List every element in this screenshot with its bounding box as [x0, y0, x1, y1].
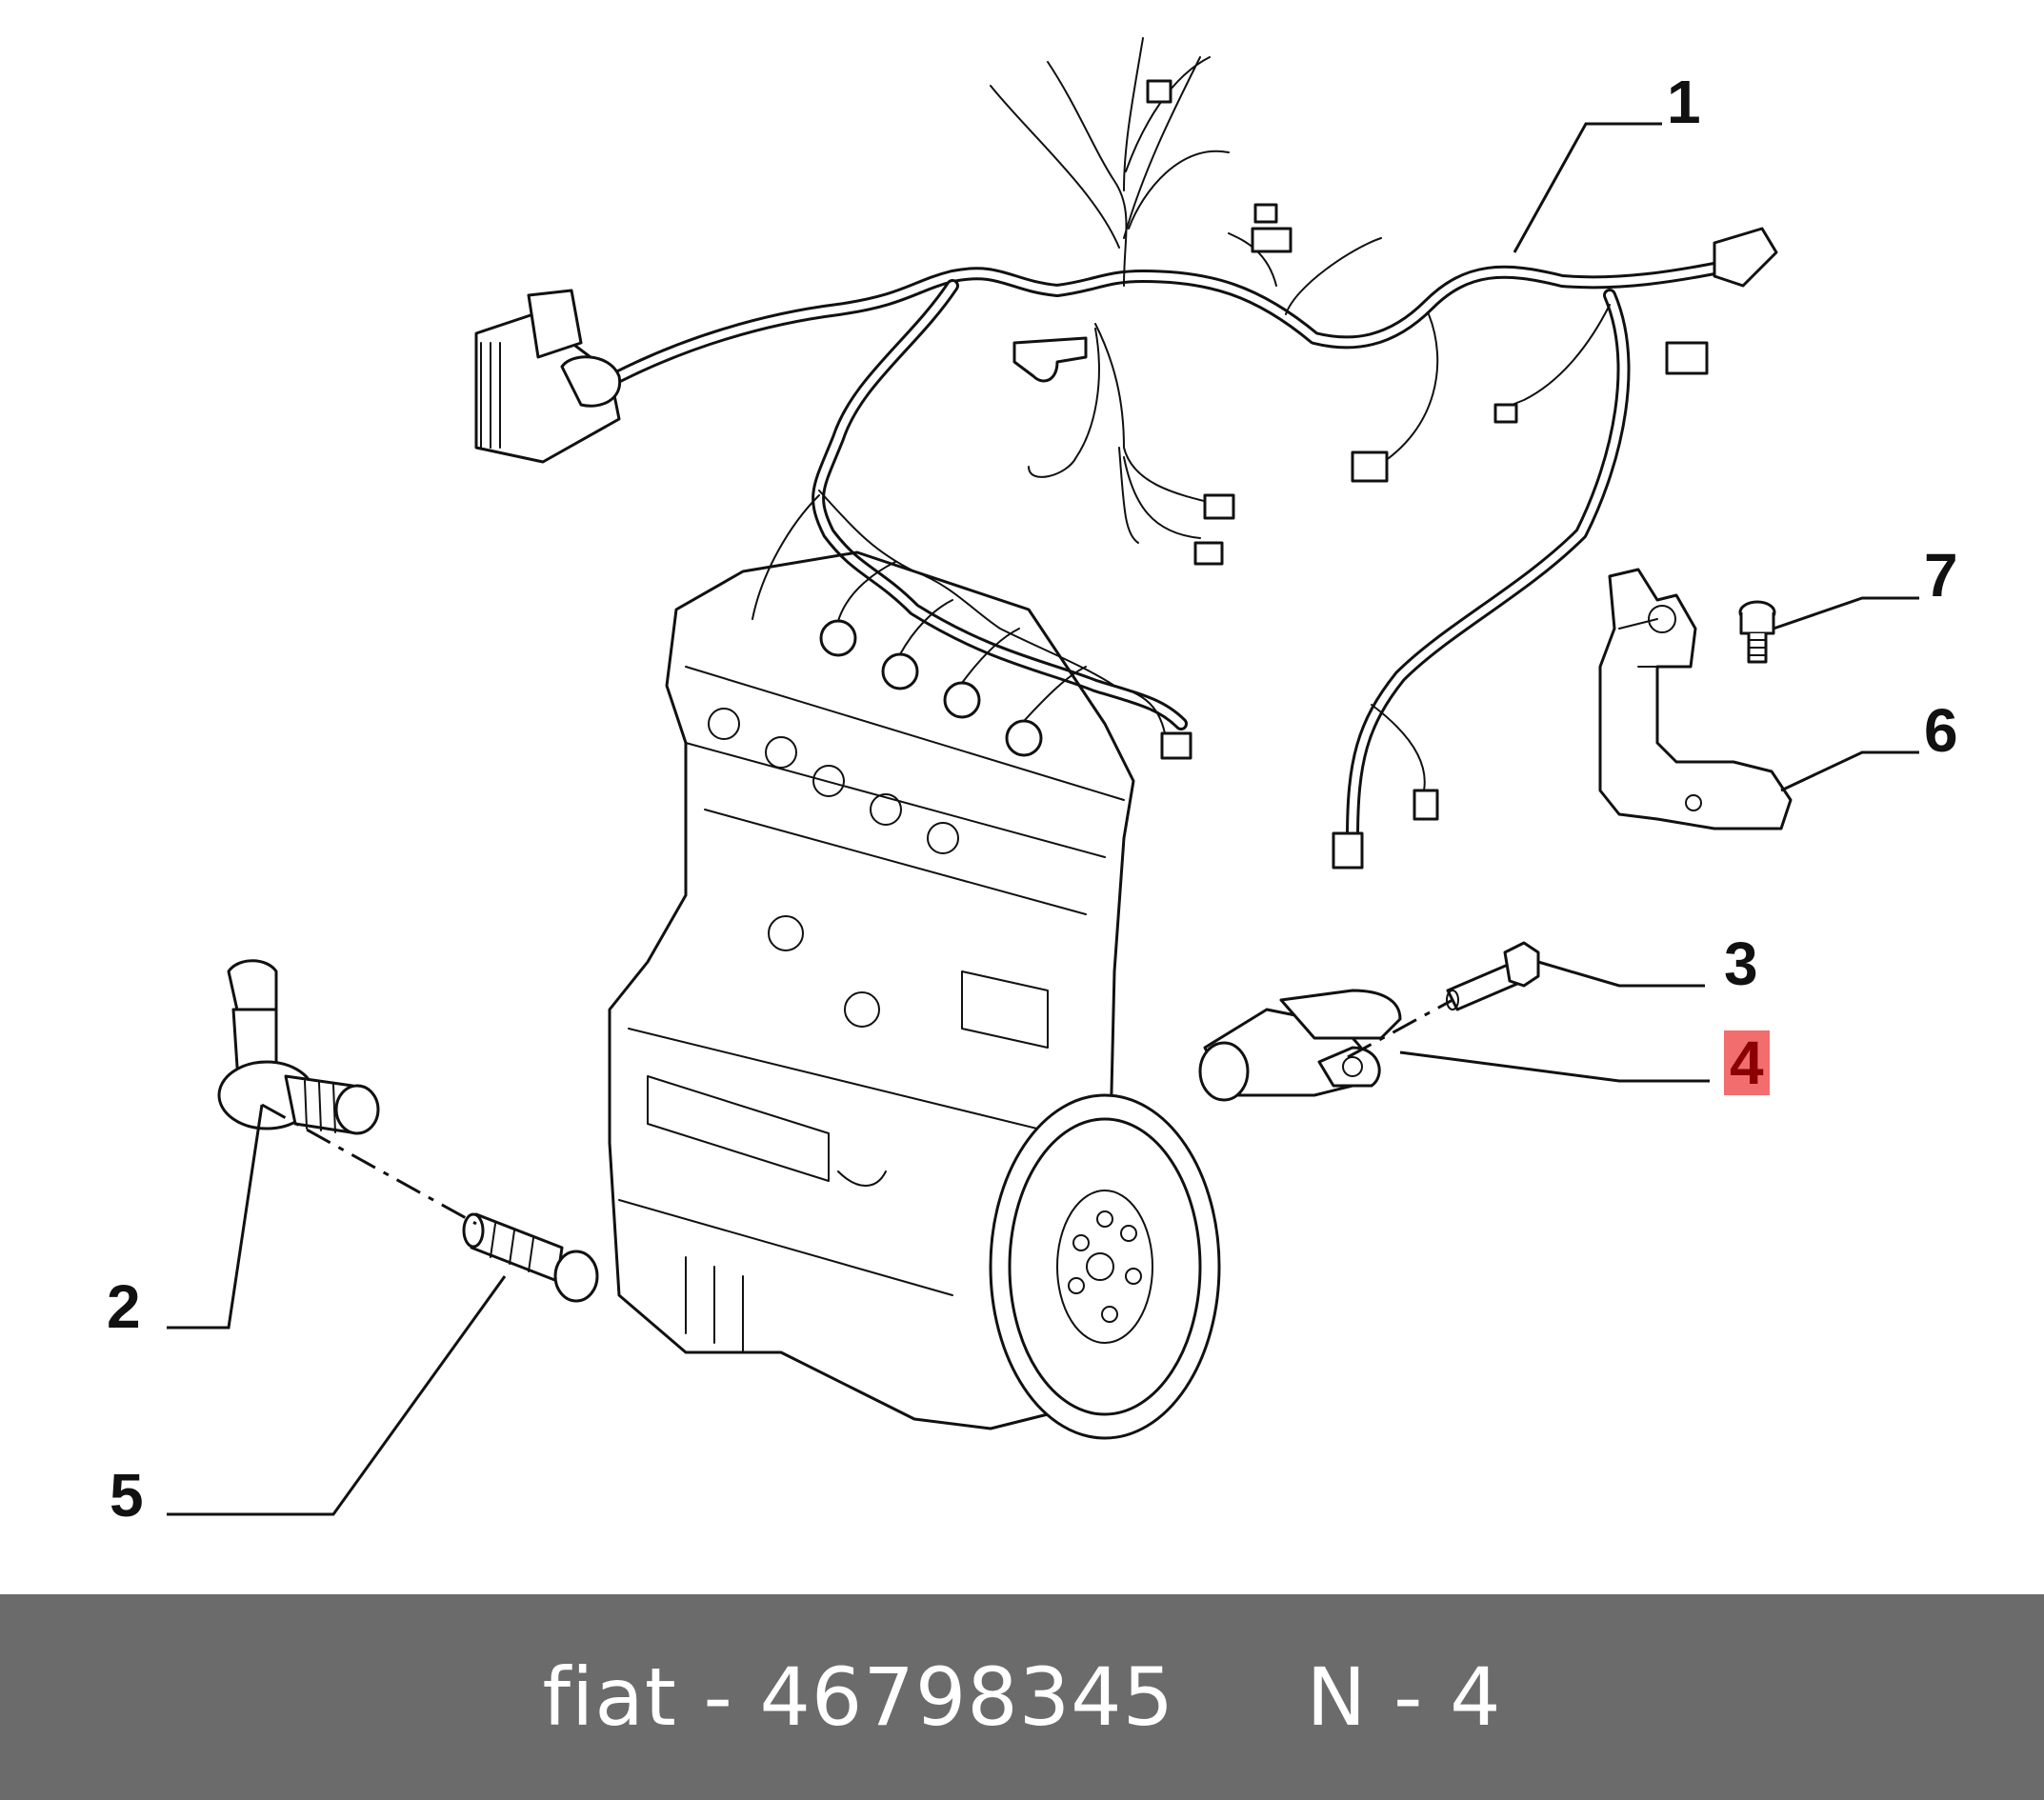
callout-6: 6 — [1924, 696, 1958, 765]
connector-box — [1253, 203, 1278, 224]
footer-bar: fiat - 46798345 N - 4 — [0, 1594, 2044, 1800]
main-ecu-connector — [474, 289, 622, 464]
callout-4-highlighted: 4 — [1724, 1030, 1770, 1095]
connector-box — [1193, 541, 1224, 566]
leader-lines — [167, 122, 1919, 1516]
connector-box — [1332, 831, 1364, 870]
part-2-sensor — [217, 959, 380, 1135]
harness-clip — [1012, 336, 1088, 383]
part-4-sensor — [1198, 989, 1402, 1102]
connector-box — [1146, 79, 1172, 104]
callout-1: 1 — [1667, 68, 1701, 136]
connector-box — [1251, 227, 1293, 253]
leader-4 — [1399, 1050, 1710, 1083]
connector-box — [1351, 450, 1389, 483]
flywheel — [989, 1093, 1221, 1440]
part-5-bolt — [462, 1212, 599, 1303]
footer-part-label: fiat - 46798345 N - 4 — [542, 1650, 1502, 1744]
callout-5: 5 — [110, 1461, 144, 1530]
part-3-bolt — [1446, 941, 1540, 1011]
part-7-bolt — [1738, 600, 1776, 664]
callout-3: 3 — [1724, 930, 1758, 998]
assembly-axis-3-4 — [1347, 998, 1453, 1059]
connector-box — [1493, 403, 1518, 424]
part-6-bracket — [1598, 568, 1793, 830]
wiring-harness — [474, 37, 1778, 870]
leader-3 — [1537, 960, 1705, 988]
connector-box — [1713, 227, 1778, 288]
connector-box — [1413, 789, 1439, 821]
leader-6 — [1780, 750, 1919, 792]
leader-7 — [1773, 596, 1919, 630]
callout-2: 2 — [107, 1272, 141, 1341]
callout-7: 7 — [1924, 541, 1958, 610]
leader-5 — [167, 1275, 507, 1516]
engine-block — [608, 550, 1221, 1440]
assembly-axis-2-5 — [261, 1103, 477, 1226]
connector-box — [1203, 493, 1235, 520]
connector-box — [1160, 731, 1192, 760]
exploded-parts-drawing — [167, 37, 1919, 1516]
connector-box — [1665, 341, 1709, 375]
leader-2 — [167, 1104, 264, 1330]
leader-1 — [1513, 122, 1662, 253]
injector-connectors — [819, 561, 1087, 757]
